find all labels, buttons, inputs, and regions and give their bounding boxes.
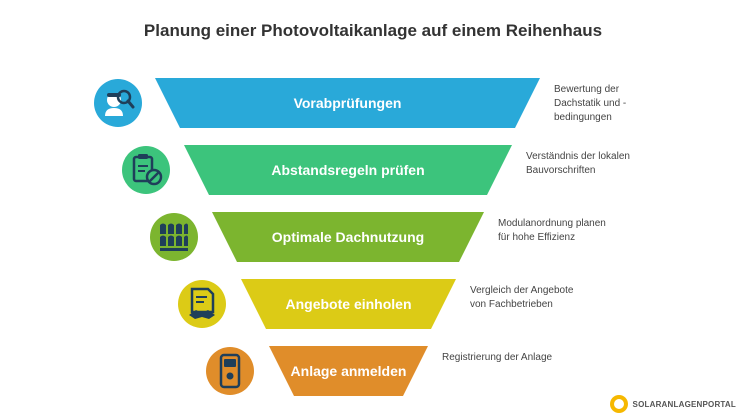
step-2-description: Verständnis der lokalen Bauvorschriften [526, 151, 630, 176]
step-icon [121, 145, 171, 195]
meter-device-icon [206, 347, 254, 395]
funnel-step-1: Vorabprüfungen [155, 78, 540, 128]
step-4-description: Vergleich der Angebote von Fachbetrieben [470, 285, 574, 310]
funnel-step-5: Anlage anmelden [269, 346, 428, 396]
step-1-description: Bewertung der Dachstatik und - bedingung… [554, 84, 627, 123]
step-1-label: Vorabprüfungen [293, 95, 402, 111]
step-3-description: Modulanordnung planen für hohe Effizienz [498, 218, 606, 243]
brand-logo: SOLARANLAGENPORTAL [609, 394, 736, 414]
solar-panel-icon [150, 213, 198, 261]
step-icon [177, 279, 227, 329]
step-5-description: Registrierung der Anlage [442, 352, 553, 363]
brand-name: SOLARANLAGENPORTAL [632, 399, 736, 409]
funnel-step-4: Angebote einholen [241, 279, 456, 329]
inspection-worker-icon [94, 79, 142, 127]
sun-logo-icon [609, 395, 628, 413]
funnel-step-3: Optimale Dachnutzung [212, 212, 484, 262]
step-2-label: Abstandsregeln prüfen [271, 162, 425, 178]
document-handshake-icon [178, 280, 226, 328]
step-icon [149, 212, 199, 262]
step-3-label: Optimale Dachnutzung [271, 229, 425, 245]
step-4-label: Angebote einholen [285, 296, 412, 312]
diagram-title: Planung einer Photovoltaikanlage auf ein… [143, 21, 603, 40]
funnel-step-2: Abstandsregeln prüfen [184, 145, 512, 195]
clipboard-prohibited-icon [122, 146, 170, 194]
step-5-label: Anlage anmelden [290, 363, 407, 379]
step-icon [93, 78, 143, 128]
step-icon [205, 346, 255, 396]
